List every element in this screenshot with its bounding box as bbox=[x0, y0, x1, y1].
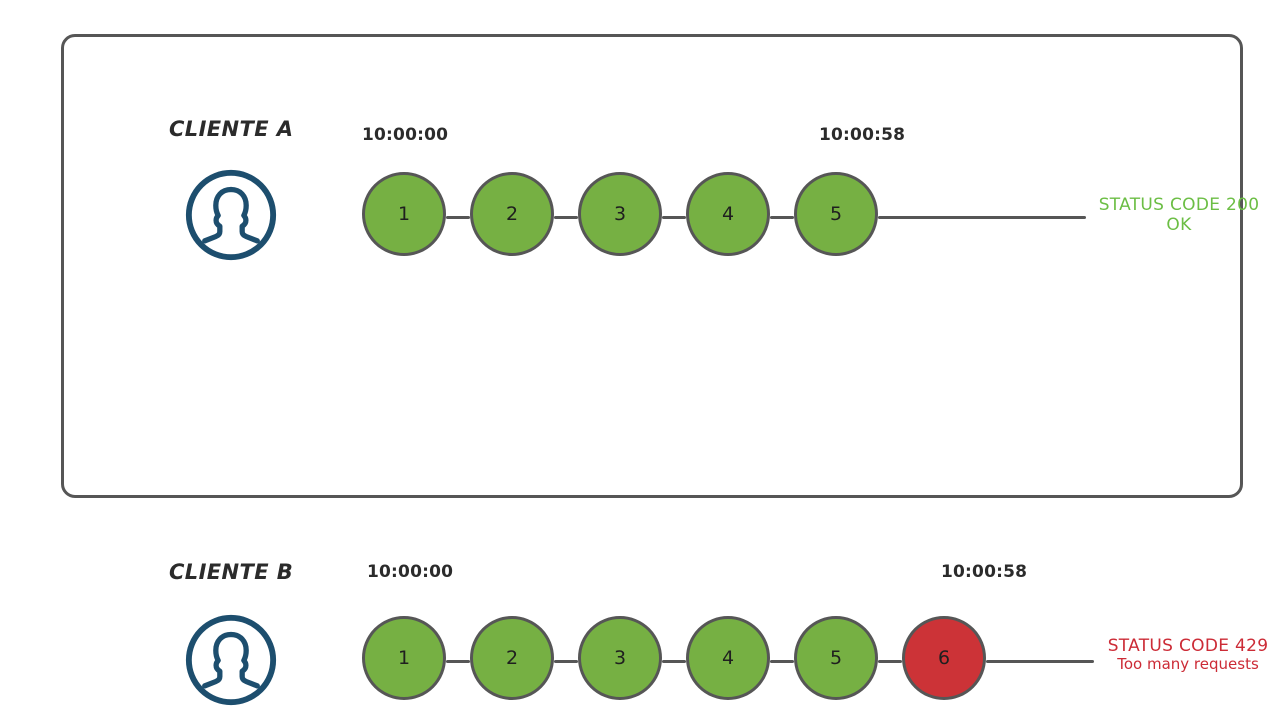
request-node-blocked[interactable]: 6 bbox=[902, 616, 986, 700]
status-badge-b: STATUS CODE 429 Too many requests bbox=[1093, 636, 1280, 674]
user-avatar-icon bbox=[182, 611, 280, 709]
connector bbox=[770, 216, 794, 219]
timestamp-end-a: 10:00:58 bbox=[819, 125, 906, 145]
status-message-a: OK bbox=[1166, 215, 1192, 236]
connector bbox=[662, 660, 686, 663]
connector bbox=[554, 216, 578, 219]
request-node[interactable]: 5 bbox=[794, 172, 878, 256]
connector bbox=[662, 216, 686, 219]
connector bbox=[770, 660, 794, 663]
timestamp-start-b: 10:00:00 bbox=[367, 562, 454, 582]
timestamp-start-a: 10:00:00 bbox=[362, 125, 449, 145]
request-node[interactable]: 1 bbox=[362, 172, 446, 256]
connector-tail bbox=[878, 216, 1086, 219]
request-chain-b: 1 2 3 4 5 6 bbox=[362, 616, 1102, 706]
user-avatar-icon bbox=[182, 166, 280, 264]
connector bbox=[446, 660, 470, 663]
request-node[interactable]: 3 bbox=[578, 172, 662, 256]
request-node[interactable]: 1 bbox=[362, 616, 446, 700]
connector bbox=[554, 660, 578, 663]
request-node[interactable]: 5 bbox=[794, 616, 878, 700]
request-chain-a: 1 2 3 4 5 bbox=[362, 172, 1102, 262]
client-a-label: CLIENTE A bbox=[169, 117, 294, 141]
request-node[interactable]: 4 bbox=[686, 172, 770, 256]
connector bbox=[446, 216, 470, 219]
status-code-b: STATUS CODE 429 bbox=[1107, 636, 1269, 656]
status-message-b: Too many requests bbox=[1117, 655, 1259, 674]
diagram-canvas: CLIENTE A 10:00:00 10:00:58 1 2 3 bbox=[61, 34, 1268, 706]
status-badge-a: STATUS CODE 200 OK bbox=[1090, 195, 1268, 235]
request-node[interactable]: 2 bbox=[470, 616, 554, 700]
client-b-label: CLIENTE B bbox=[169, 560, 294, 584]
request-node[interactable]: 4 bbox=[686, 616, 770, 700]
diagram-panel: CLIENTE A 10:00:00 10:00:58 1 2 3 bbox=[61, 34, 1268, 706]
connector bbox=[878, 660, 902, 663]
timestamp-end-b: 10:00:58 bbox=[941, 562, 1028, 582]
request-node[interactable]: 3 bbox=[578, 616, 662, 700]
request-node[interactable]: 2 bbox=[470, 172, 554, 256]
status-code-a: STATUS CODE 200 bbox=[1098, 195, 1260, 215]
connector-tail bbox=[986, 660, 1094, 663]
